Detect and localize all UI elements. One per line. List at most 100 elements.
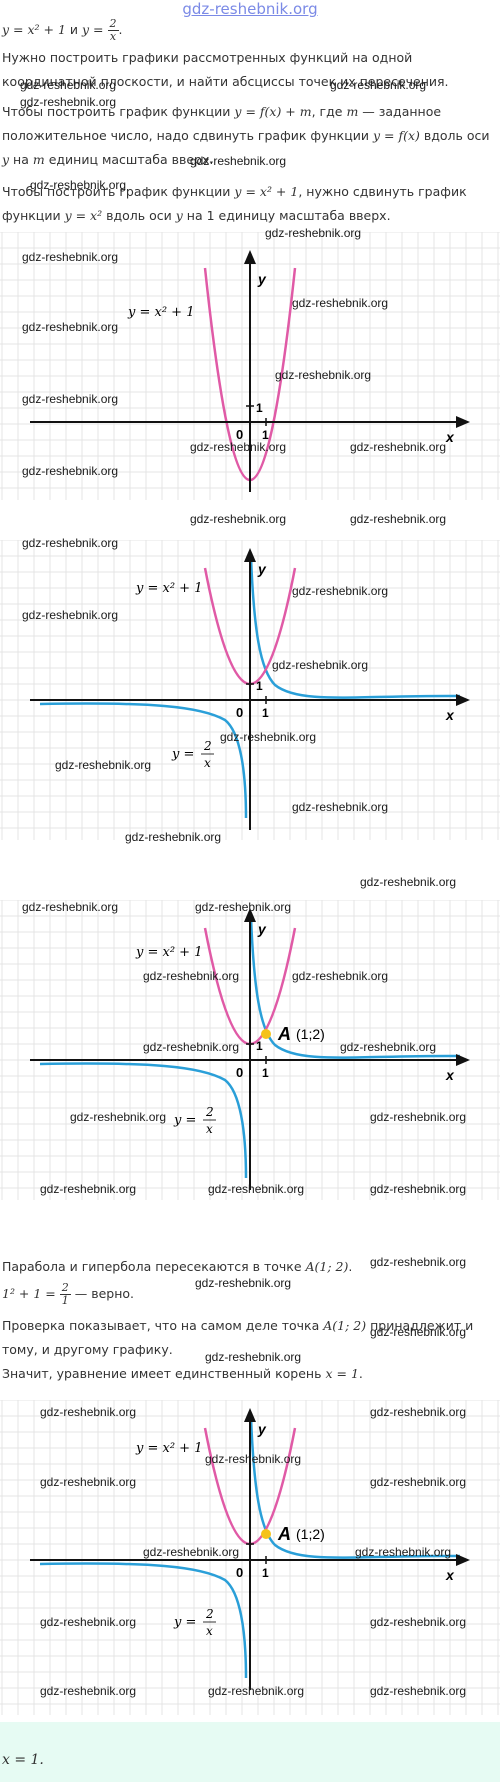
graph-1-svg: 0 1 1 x y y = x² + 1	[0, 232, 500, 500]
watermark-text: gdz-reshebnik.org	[195, 1276, 292, 1290]
hyperbola-right-branch	[249, 917, 461, 1059]
x-axis-arrow	[456, 1554, 470, 1566]
axis-x-label: x	[445, 1567, 455, 1583]
hyperbola-right-branch	[249, 1417, 461, 1559]
tick-x-label: 1	[262, 706, 269, 720]
equation-parabola: y = x² + 1	[2, 22, 66, 37]
watermark-text: gdz-reshebnik.org	[370, 1182, 467, 1196]
watermark-text: gdz-reshebnik.org	[190, 440, 287, 454]
watermark-text: gdz-reshebnik.org	[40, 1684, 137, 1698]
point-coords-label: (1;2)	[296, 1026, 325, 1042]
hyperbola-label-num: 2	[203, 739, 212, 753]
watermark-text: gdz-reshebnik.org	[292, 584, 389, 598]
intro-paragraph-1: Нужно построить графики рассмотренных фу…	[2, 50, 449, 89]
watermark-text: gdz-reshebnik.org	[22, 250, 119, 264]
graph-parabola: 0 1 1 x y y = x² + 1	[0, 232, 500, 500]
and-word: и	[69, 22, 79, 37]
watermark-text: gdz-reshebnik.org	[292, 800, 389, 814]
parabola-label: y = x² + 1	[127, 305, 194, 320]
axis-y-label: y	[257, 921, 267, 937]
watermark-text: gdz-reshebnik.org	[40, 1615, 137, 1629]
y-axis-arrow	[244, 250, 256, 264]
watermark-text: gdz-reshebnik.org	[40, 1405, 137, 1419]
hyperbola-label-den: x	[206, 1122, 213, 1136]
watermark-text: gdz-reshebnik.org	[190, 512, 287, 526]
watermark-text: gdz-reshebnik.org	[370, 1110, 467, 1124]
y-axis-arrow	[244, 548, 256, 562]
watermark-text: gdz-reshebnik.org	[208, 1182, 305, 1196]
origin-label: 0	[236, 427, 243, 442]
intro-paragraph-2: Чтобы построить график функции y = f(x) …	[2, 104, 490, 167]
hyperbola-label-num: 2	[205, 1105, 214, 1119]
watermark-text: gdz-reshebnik.org	[20, 95, 117, 109]
hyperbola-left-branch	[39, 702, 248, 819]
intro-paragraph-3: Чтобы построить график функции y = x² + …	[2, 184, 467, 223]
answer-box: x = 1.	[0, 1722, 500, 1782]
origin-label: 0	[236, 1565, 243, 1580]
x-axis-arrow	[456, 1054, 470, 1066]
parabola-label: y = x² + 1	[135, 945, 202, 960]
watermark-text: gdz-reshebnik.org	[370, 1615, 467, 1629]
hyperbola-label-den: x	[204, 756, 211, 770]
watermark-text: gdz-reshebnik.org	[370, 1405, 467, 1419]
watermark-text: gdz-reshebnik.org	[220, 730, 317, 744]
x-axis-arrow	[456, 416, 470, 428]
hyperbola-label-den: x	[206, 1624, 213, 1638]
origin-label: 0	[236, 1065, 243, 1080]
watermark-text: gdz-reshebnik.org	[70, 1110, 167, 1124]
tick-y-label: 1	[256, 1039, 263, 1053]
watermark-text: gdz-reshebnik.org	[40, 1475, 137, 1489]
parabola-label: y = x² + 1	[135, 581, 202, 596]
axis-x-label: x	[445, 707, 455, 723]
site-link[interactable]: gdz-reshebnik.org	[182, 0, 318, 18]
watermark-text: gdz-reshebnik.org	[370, 1684, 467, 1698]
check-paragraph: Проверка показывает, что на самом деле т…	[2, 1318, 474, 1357]
watermark-text: gdz-reshebnik.org	[125, 830, 222, 844]
intersection-statement: Парабола и гипербола пересекаются в точк…	[2, 1259, 353, 1274]
watermark-text: gdz-reshebnik.org	[40, 1182, 137, 1196]
axis-y-label: y	[257, 271, 267, 287]
watermark-text: gdz-reshebnik.org	[272, 658, 369, 672]
watermark-text: gdz-reshebnik.org	[55, 758, 152, 772]
watermark-text: gdz-reshebnik.org	[340, 1040, 437, 1054]
hyperbola-label-left: y =	[173, 1615, 196, 1630]
equation-hyperbola-left: y =	[82, 22, 104, 37]
point-coords-label: (1;2)	[296, 1526, 325, 1542]
tick-x-label: 1	[262, 1566, 269, 1580]
watermark-text: gdz-reshebnik.org	[195, 900, 292, 914]
hyperbola-left-branch	[39, 1562, 248, 1679]
watermark-text: gdz-reshebnik.org	[22, 900, 119, 914]
graph-parabola-hyperbola: 0 1 1 x y y = x² + 1 y = 2 x	[0, 540, 500, 840]
graph-3-svg: A (1;2) 0 1 1 x y y = x² + 1 y = 2 x	[0, 900, 500, 1200]
watermark-text: gdz-reshebnik.org	[350, 440, 447, 454]
watermark-text: gdz-reshebnik.org	[205, 1452, 302, 1466]
parabola-label: y = x² + 1	[135, 1441, 202, 1456]
graph-intersection-1: A (1;2) 0 1 1 x y y = x² + 1 y = 2 x	[0, 900, 500, 1200]
y-axis-arrow	[244, 1408, 256, 1422]
watermark-text: gdz-reshebnik.org	[208, 1684, 305, 1698]
axis-x-label: x	[445, 429, 455, 445]
watermark-text: gdz-reshebnik.org	[143, 969, 240, 983]
watermark-text: gdz-reshebnik.org	[350, 512, 447, 526]
hyperbola-label-num: 2	[205, 1607, 214, 1621]
intersection-point	[261, 1529, 271, 1539]
tick-x-label: 1	[262, 428, 269, 442]
axis-y-label: y	[257, 561, 267, 577]
watermark-text: gdz-reshebnik.org	[275, 368, 372, 382]
watermark-text: gdz-reshebnik.org	[330, 78, 427, 92]
hyperbola-right-branch	[249, 557, 461, 699]
axis-y-label: y	[257, 1421, 267, 1437]
watermark-text: gdz-reshebnik.org	[205, 1350, 302, 1364]
tick-y-label: 1	[256, 679, 263, 693]
graph-intersection-2: A (1;2) 0 1 x y y = x² + 1 y = 2 x	[0, 1400, 500, 1715]
answer-text: x = 1.	[2, 1752, 44, 1768]
watermark-text: gdz-reshebnik.org	[22, 392, 119, 406]
tick-y-label: 1	[256, 401, 263, 415]
graph-4-svg: A (1;2) 0 1 x y y = x² + 1 y = 2 x	[0, 1400, 500, 1715]
watermark-text: gdz-reshebnik.org	[22, 536, 119, 550]
watermark-text: gdz-reshebnik.org	[143, 1545, 240, 1559]
